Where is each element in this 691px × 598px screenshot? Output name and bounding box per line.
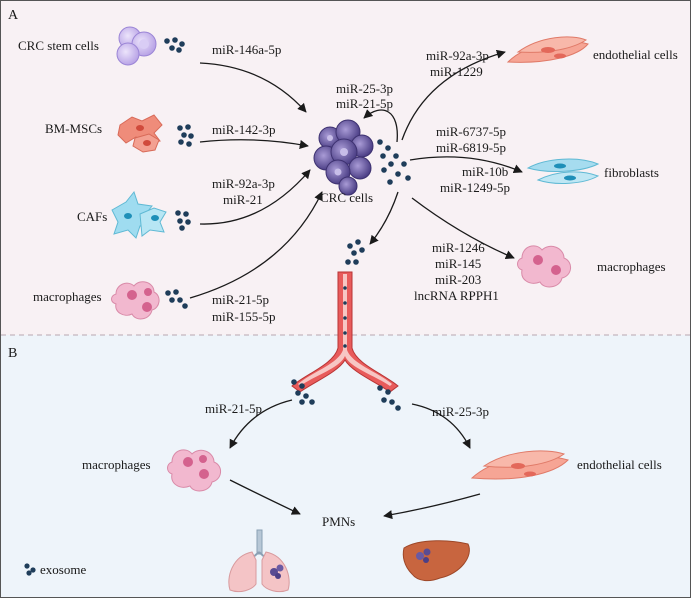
source-macrophages-icon: [111, 281, 160, 320]
mirna-21-5p-mac-label: miR-21-5p: [212, 292, 269, 307]
cafs-label: CAFs: [77, 209, 107, 224]
mirna-203-label: miR-203: [435, 272, 481, 287]
mirna-1229-label: miR-1229: [430, 64, 483, 79]
arrow-macrophage-to-crc: [189, 191, 323, 299]
mirna-145-label: miR-145: [435, 256, 481, 271]
crc-stem-cells-label: CRC stem cells: [18, 38, 99, 53]
pmns-label: PMNs: [322, 514, 355, 529]
b-endothelial-cells-label: endothelial cells: [577, 457, 662, 472]
mirna-21-5p-b-label: miR-21-5p: [205, 401, 262, 416]
lungs-icon: [228, 529, 290, 593]
target-macrophages-icon: [517, 245, 571, 288]
mirna-21-self-label: miR-21-5p: [336, 96, 393, 111]
arrow-caf-to-crc: [199, 169, 311, 225]
exosome-cluster-caf: [175, 210, 191, 231]
cafs-icon: [111, 190, 167, 239]
arrow-crc-to-vessel: [369, 191, 399, 245]
exosome-cluster-vessel-entry: [345, 239, 365, 265]
bm-mscs-label: BM-MSCs: [45, 121, 102, 136]
arrow-b-to-endothelial: [411, 403, 471, 449]
b-endothelial-cells-icon: [470, 450, 569, 480]
fibroblasts-icon: [526, 158, 600, 184]
arrow-b-to-macrophages: [229, 399, 293, 449]
target-macrophages-label: macrophages: [597, 259, 666, 274]
panel-b-label: B: [8, 346, 17, 361]
endothelial-cells-icon: [506, 36, 589, 63]
crc-cells-cluster-icon: [313, 119, 374, 196]
arrow-macrophages-to-pmns: [229, 479, 301, 515]
mirna-25-self-label: miR-25-3p: [336, 81, 393, 96]
exosome-cluster-b-left: [291, 379, 315, 405]
mirna-25-3p-b-label: miR-25-3p: [432, 404, 489, 419]
mirna-92a-caf-label: miR-92a-3p: [212, 176, 275, 191]
mirna-1249-label: miR-1249-5p: [440, 180, 510, 195]
arrow-stem-to-crc: [199, 62, 307, 113]
mirna-6819-label: miR-6819-5p: [436, 140, 506, 155]
arrow-crc-to-endothelial: [401, 49, 506, 141]
source-macrophages-label: macrophages: [33, 289, 102, 304]
blood-vessel-icon: [291, 271, 399, 393]
bm-mscs-icon: [117, 114, 163, 153]
mirna-92a-endo-label: miR-92a-3p: [426, 48, 489, 63]
legend-exosome-icon: [24, 563, 36, 576]
panel-b-background: [1, 335, 690, 597]
arrow-crc-to-macrophages: [411, 197, 515, 259]
mirna-1246-label: miR-1246: [432, 240, 485, 255]
mirna-146a-label: miR-146a-5p: [212, 42, 281, 57]
crc-stem-cells-icon: [116, 26, 157, 66]
exosome-cluster-crc: [377, 139, 411, 185]
exosome-cluster-b-right: [377, 385, 401, 411]
arrow-msc-to-crc: [199, 139, 309, 149]
fibroblasts-label: fibroblasts: [604, 165, 659, 180]
arrow-self-loop: [363, 109, 398, 143]
mirna-155-label: miR-155-5p: [212, 309, 276, 324]
arrow-crc-to-fibroblasts: [409, 156, 523, 174]
exosome-cluster-macrophage-source: [165, 289, 188, 309]
mirna-142-label: miR-142-3p: [212, 122, 276, 137]
panel-a-label: A: [8, 8, 19, 23]
endothelial-cells-label: endothelial cells: [593, 47, 678, 62]
legend-exosome-label: exosome: [40, 562, 86, 577]
mirna-10b-label: miR-10b: [462, 164, 508, 179]
arrow-endothelial-to-pmns: [383, 493, 481, 520]
mirna-21-caf-label: miR-21: [223, 192, 263, 207]
exosome-cluster-stem: [164, 37, 185, 53]
lncrna-rpph1-label: lncRNA RPPH1: [414, 288, 499, 303]
crc-cells-label: CRC cells: [320, 190, 373, 205]
mirna-6737-label: miR-6737-5p: [436, 124, 506, 139]
exosome-cluster-msc: [177, 124, 194, 147]
liver-icon: [402, 540, 470, 582]
b-macrophages-label: macrophages: [82, 457, 151, 472]
b-macrophages-icon: [167, 449, 221, 492]
